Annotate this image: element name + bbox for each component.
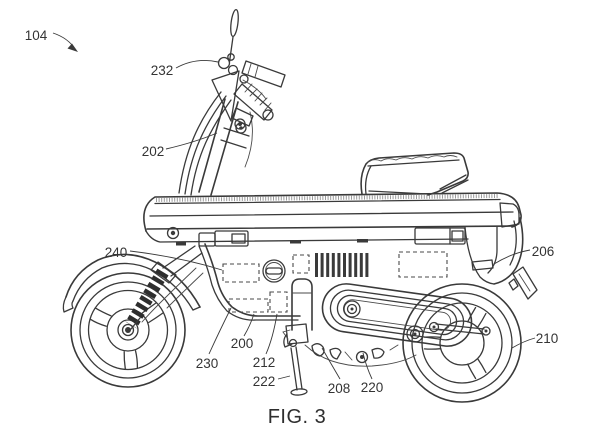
ref-label-220: 220 [361,380,384,395]
steering-column [198,98,250,196]
underbody-roller [355,350,369,364]
underbody-details [304,343,417,367]
ref-label-212: 212 [253,355,276,370]
leader-210 [511,337,536,349]
leader-220 [362,352,373,380]
ref-label-104: 104 [25,28,48,43]
dashed-region-200 [228,298,269,313]
ref-label-200: 200 [231,336,254,351]
rear-panel-port [471,259,494,271]
brake-lever [242,79,267,100]
leader-230 [208,307,232,355]
seat [360,152,469,196]
figure-caption: FIG. 3 [268,406,327,428]
ref-label-232: 232 [151,63,174,78]
ref-label-206: 206 [532,244,555,259]
dashed-region-small [292,254,310,274]
ref-label-240: 240 [105,245,128,260]
suspension-spring [125,268,169,329]
dashed-region-240 [222,263,260,283]
ref-label-208: 208 [328,381,351,396]
head-plate [211,70,240,122]
leader-222 [277,375,291,380]
front-latch [198,230,249,247]
rear-latch [414,227,466,245]
handlebar-assembly [211,8,286,130]
rear-tail-bodywork [464,202,538,300]
lower-body-panel [198,243,448,331]
ref-label-202: 202 [142,144,165,159]
vent-slats [315,253,369,277]
leader-206 [493,249,531,265]
front-fork-suspension [125,245,204,330]
filler-cap [262,259,286,283]
arrowhead-104 [67,43,78,52]
front-wheel [70,272,186,388]
leader-202 [165,132,218,150]
ref-label-210: 210 [536,331,559,346]
leader-232 [175,60,219,69]
near-handlebar-grip [233,83,274,121]
belt-drive-swingarm [285,283,491,347]
leader-212 [265,313,278,355]
deck-footboard [143,192,522,247]
center-mount-post [291,278,313,331]
mirror [217,8,239,70]
leader-lines [52,32,536,380]
kickstand [282,329,308,396]
leader-200 [243,313,255,337]
ref-label-230: 230 [196,356,219,371]
leader-240 [129,250,223,271]
ref-label-222: 222 [253,374,276,389]
deck-bolt [166,226,180,240]
leader-208 [321,347,341,380]
dashed-region-right [398,251,448,278]
far-handlebar-grip [241,60,286,88]
dashed-region-212 [269,291,288,313]
rear-mudflap [508,266,538,300]
